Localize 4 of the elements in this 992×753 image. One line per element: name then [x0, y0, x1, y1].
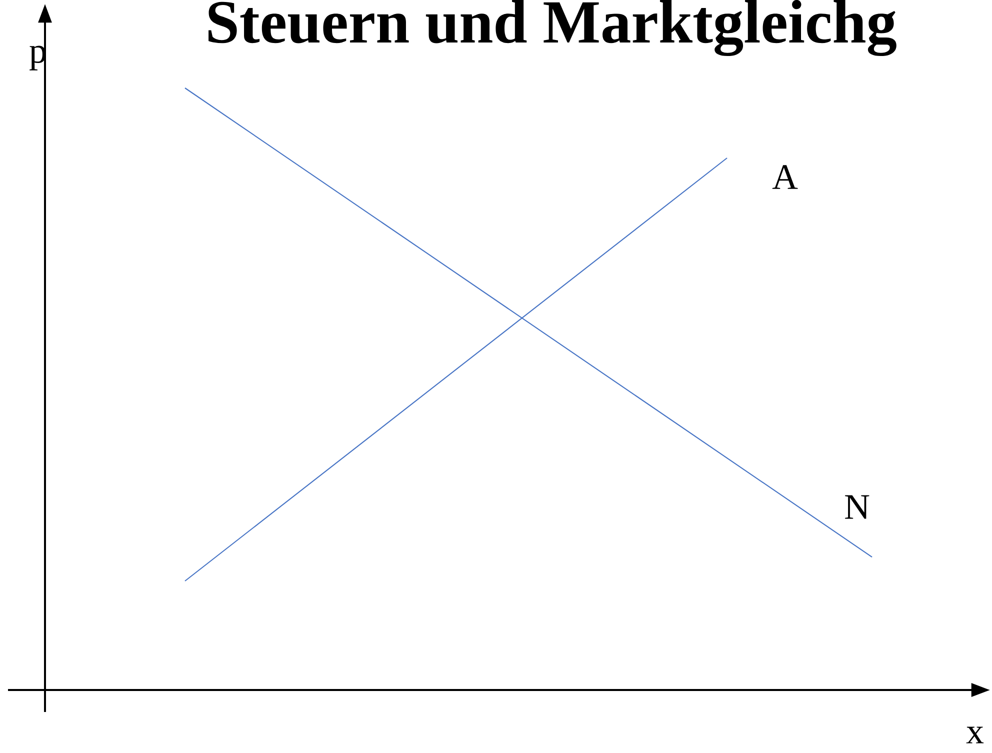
- axis-label: A: [772, 165, 798, 189]
- title: Steuern und Marktgleichg: [208, 0, 896, 56]
- axis-label: N: [845, 495, 870, 519]
- axis-label: x: [966, 726, 984, 744]
